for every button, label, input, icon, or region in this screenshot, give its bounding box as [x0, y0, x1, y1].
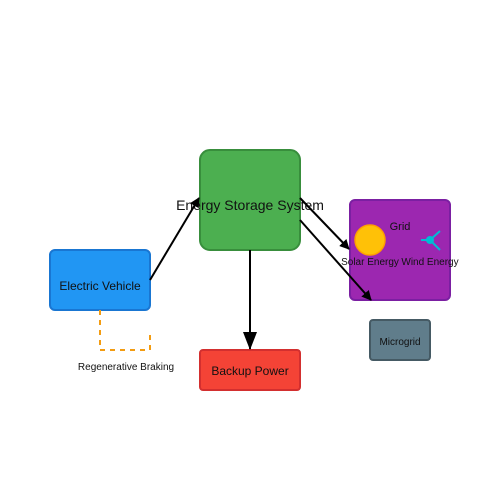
microgrid-node: Microgrid: [369, 319, 431, 361]
electric-vehicle-node: Electric Vehicle: [49, 249, 151, 311]
microgrid-label: Microgrid: [379, 337, 420, 348]
arrow-ess-to-grid: [299, 197, 350, 250]
wind-energy-label: Wind Energy: [401, 257, 458, 268]
backup-power-node: Backup Power: [199, 349, 301, 391]
energy-storage-system-label: Energy Storage System: [176, 197, 324, 213]
backup-power-box: [199, 349, 301, 391]
electric-vehicle-label: Electric Vehicle: [59, 279, 141, 293]
backup-power-label: Backup Power: [211, 364, 288, 378]
arrow-ev-to-ess: [149, 197, 200, 281]
energy-storage-system-node: Energy Storage System: [176, 149, 324, 251]
regenerative-braking-path: [99, 310, 151, 351]
arrow-ess-to-microgrid: [299, 219, 372, 301]
grid-box: [349, 199, 451, 301]
regenerative-braking-label: Regenerative Braking: [78, 362, 174, 373]
solar-energy-label: Solar Energy: [341, 257, 399, 268]
sun-icon: [354, 224, 386, 256]
grid-node: Grid Solar Energy Wind Energy: [341, 199, 459, 301]
grid-label: Grid: [390, 221, 411, 233]
microgrid-box: [369, 319, 431, 361]
wind-turbine-icon: [421, 230, 441, 251]
